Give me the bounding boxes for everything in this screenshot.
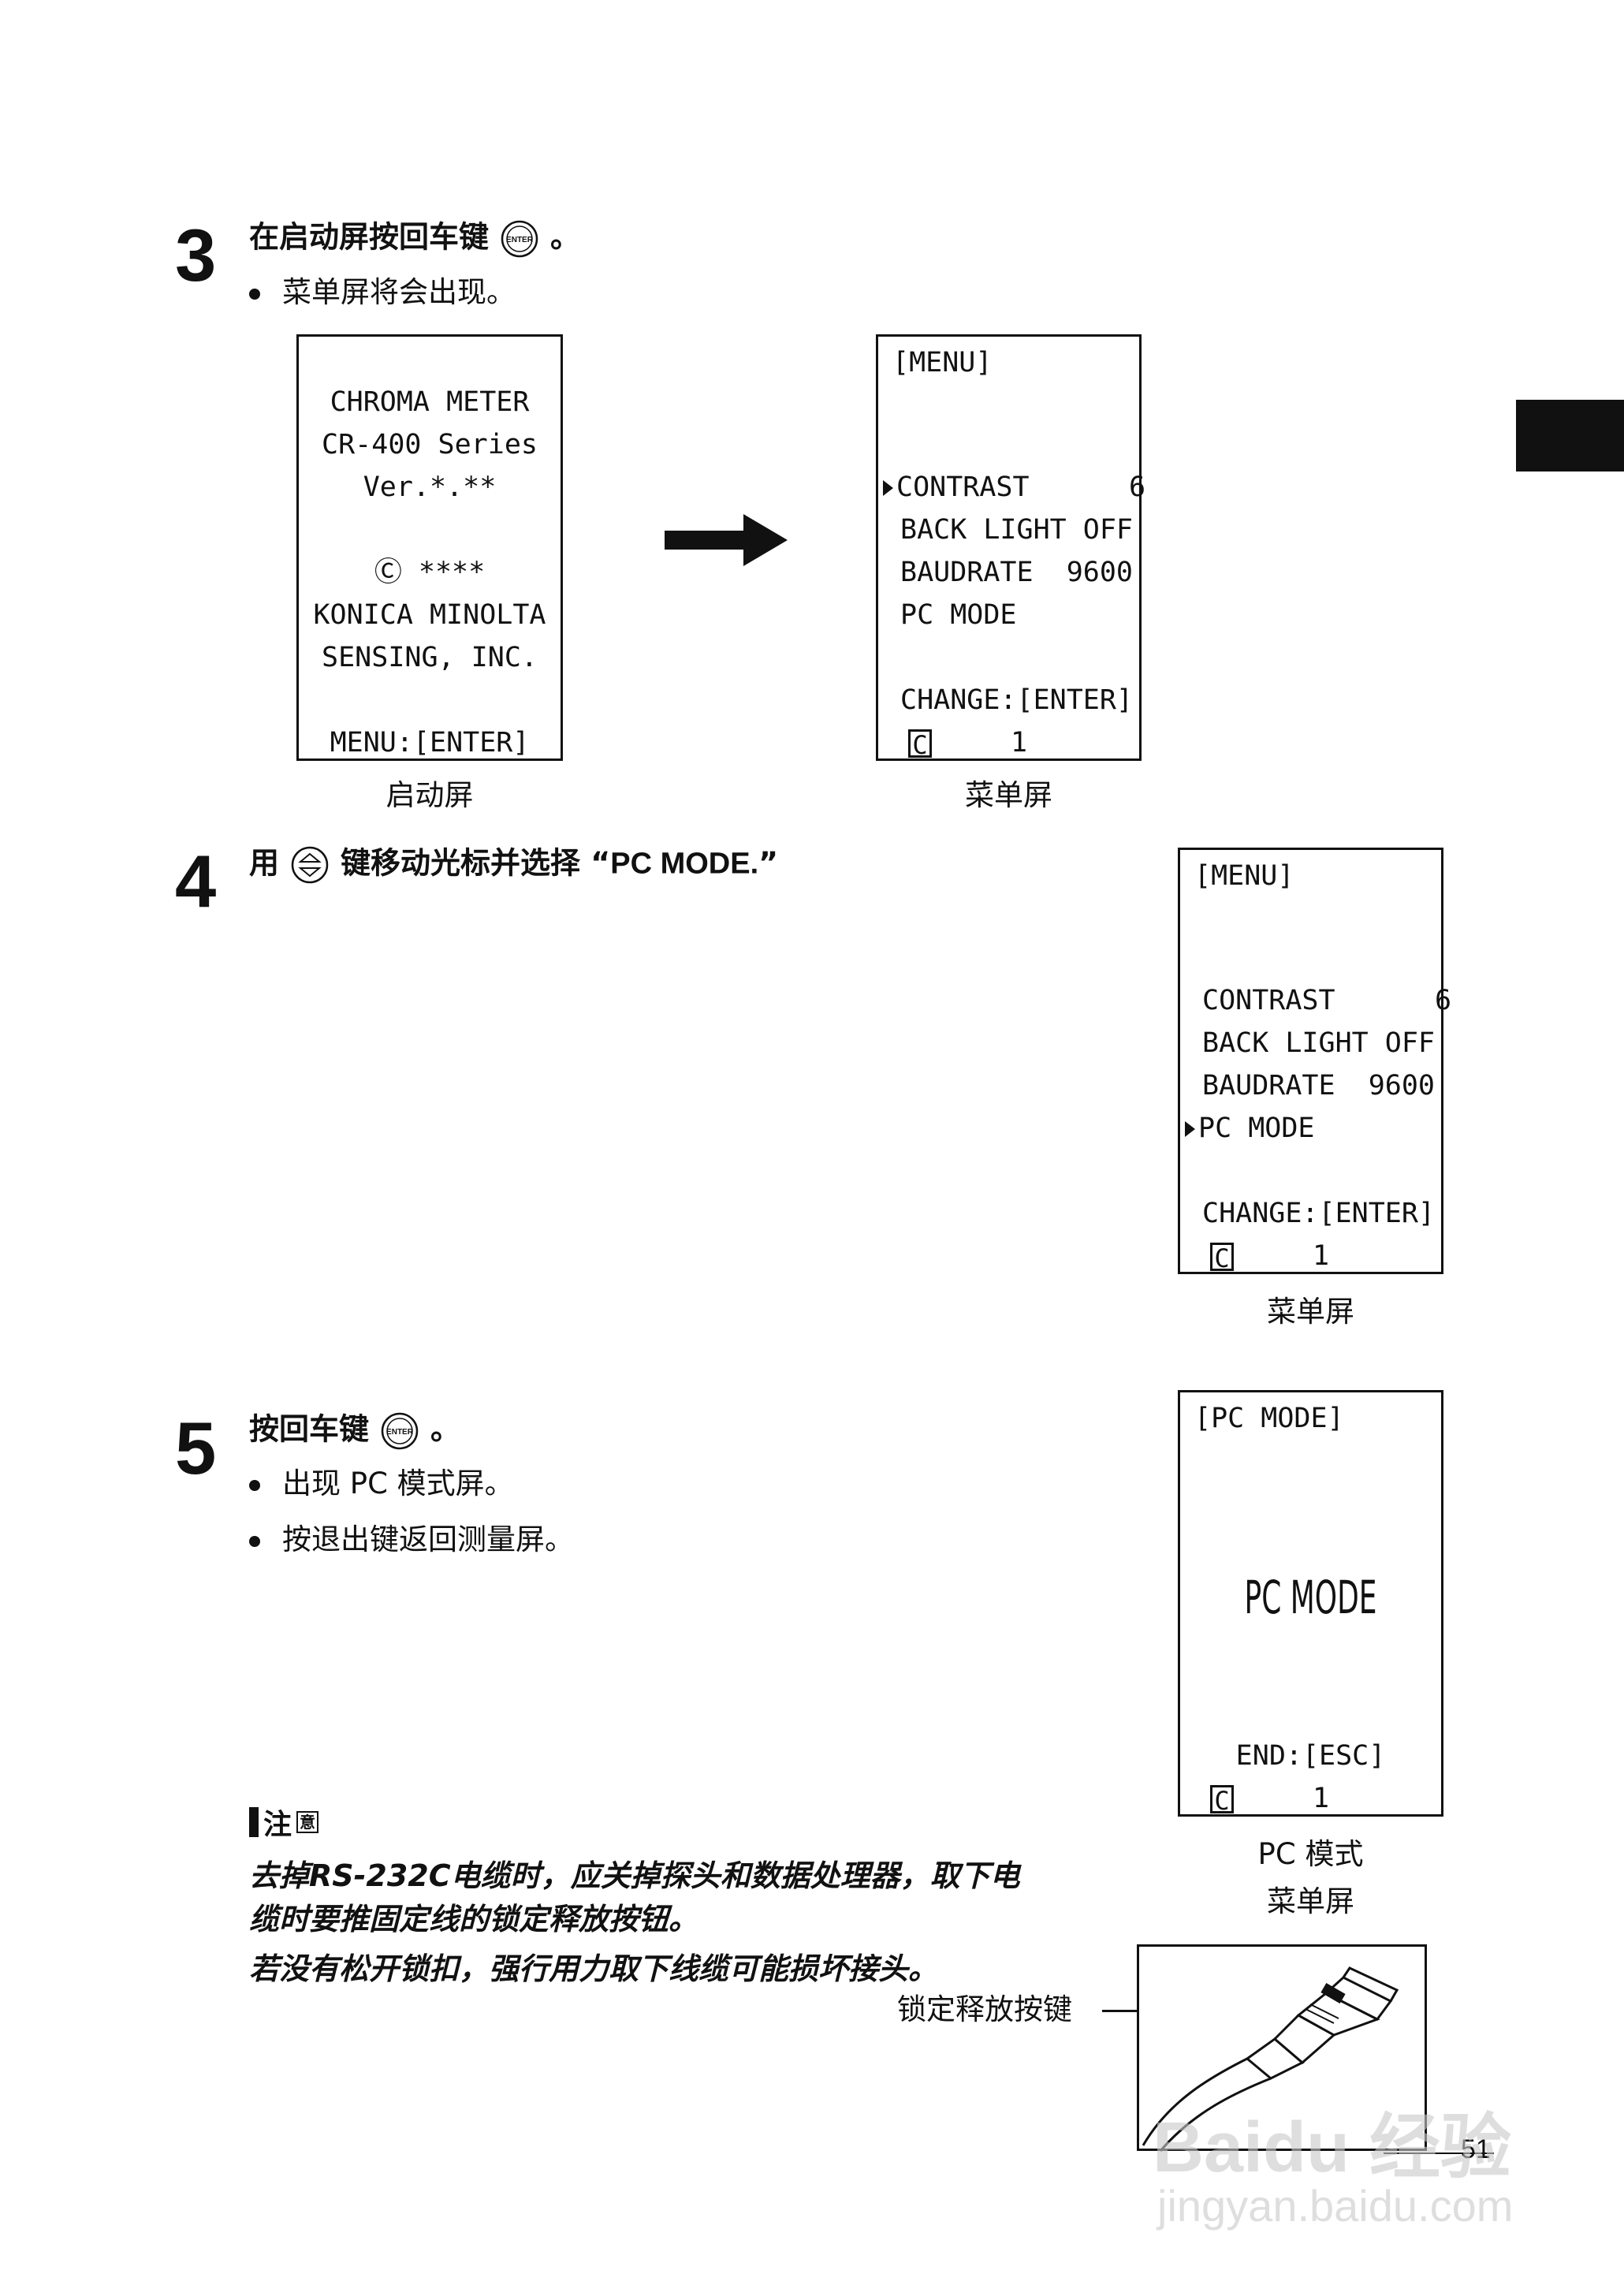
menu-screen-1: [MENU] CONTRAST 6 BACK LIGHT OFF BAUDRAT… <box>876 334 1145 764</box>
svg-text:ENTER: ENTER <box>506 236 534 244</box>
step-3-number: 3 <box>175 214 217 296</box>
step-5-number: 5 <box>175 1407 217 1489</box>
menu-screen-2-caption: 菜单屏 <box>1267 1295 1354 1329</box>
status-box: C <box>1210 1785 1234 1814</box>
startup-copyright-line: Ⓒ **** <box>374 557 486 588</box>
step-5-heading-text: 按回车键 <box>249 1411 370 1447</box>
bullet-dot <box>249 1479 260 1491</box>
status-value: 1 <box>1313 1783 1330 1814</box>
menu-1-row-contrast: CONTRAST 6 <box>883 466 1145 509</box>
connector-illustration <box>1137 1944 1427 2154</box>
startup-line-6: SENSING, INC. <box>322 642 538 673</box>
step-5-heading: 按回车键 ENTER 。 <box>249 1411 460 1451</box>
note-label-small: 意 <box>296 1811 319 1833</box>
status-box: C <box>1210 1243 1234 1272</box>
bullet-dot <box>249 1535 260 1547</box>
startup-line-5: KONICA MINOLTA <box>313 599 546 631</box>
enter-key-icon: ENTER <box>380 1411 419 1451</box>
startup-screen: CHROMA METER CR-400 Series Ver.*.** Ⓒ **… <box>296 334 563 761</box>
step-5-bullet-2: 按退出键返回测量屏。 <box>249 1523 574 1557</box>
menu-2-change: CHANGE:[ENTER] <box>1202 1198 1436 1229</box>
step-3-bullet-text: 菜单屏将会出现。 <box>282 275 516 309</box>
menu-1-title: [MENU] <box>892 347 993 378</box>
menu-2-row-contrast: CONTRAST 6 <box>1202 985 1452 1016</box>
pc-mode-big-label: PC MODE <box>1244 1571 1377 1624</box>
step-4-heading-text: 键移动光标并选择 “ <box>341 845 611 881</box>
step-4-number: 4 <box>175 840 217 922</box>
right-arrow-icon <box>665 514 788 569</box>
menu-1-row-pcmode: PC MODE <box>900 599 1017 631</box>
note-label: 注 意 <box>249 1802 319 1843</box>
menu-screen-2: [MENU] CONTRAST 6 BACK LIGHT OFF BAUDRAT… <box>1178 848 1452 1277</box>
up-down-key-icon <box>290 845 330 885</box>
startup-screen-caption: 启动屏 <box>386 778 474 812</box>
menu-1-row-baudrate: BAUDRATE 9600 <box>900 557 1134 588</box>
step-5-heading-suffix: 。 <box>430 1411 461 1447</box>
pc-mode-title: [PC MODE] <box>1194 1403 1344 1434</box>
lock-release-callout: 锁定释放按键 <box>897 1992 1072 2026</box>
step-3-bullet: 菜单屏将会出现。 <box>249 275 516 310</box>
step-3-heading: 在启动屏按回车键 ENTER 。 <box>249 219 580 259</box>
menu-1-row-backlight: BACK LIGHT OFF <box>900 514 1134 546</box>
step-3-heading-text: 在启动屏按回车键 <box>249 219 490 255</box>
note-body: 去掉RS-232C电缆时，应关掉探头和数据处理器，取下电 缆时要推固定线的锁定释… <box>249 1854 1132 1991</box>
menu-screen-1-caption: 菜单屏 <box>965 778 1052 812</box>
step-4-heading-prefix: 用 <box>249 845 280 881</box>
cursor-icon <box>1185 1121 1195 1137</box>
status-box: C <box>908 729 932 758</box>
status-value: 1 <box>1313 1240 1330 1272</box>
enter-key-icon: ENTER <box>500 219 539 259</box>
footer-rule <box>1384 2152 1494 2154</box>
note-line-2: 缆时要推固定线的锁定释放按钮。 <box>249 1902 699 1937</box>
step-4-heading-em: PC MODE. <box>610 847 759 881</box>
step-4-heading-close: ” <box>758 845 779 881</box>
cursor-icon <box>883 480 893 496</box>
startup-footer: MENU:[ENTER] <box>330 727 530 758</box>
step-3-heading-suffix: 。 <box>550 219 581 255</box>
note-line-3: 若没有松开锁扣，强行用力取下线缆可能损坏接头。 <box>249 1951 939 1987</box>
bullet-dot <box>249 288 260 300</box>
note-label-text: 注 <box>263 1809 292 1841</box>
baidu-watermark-url: jingyan.baidu.com <box>1157 2181 1514 2231</box>
pc-mode-end: END:[ESC] <box>1235 1740 1386 1772</box>
svg-text:ENTER: ENTER <box>386 1428 414 1437</box>
page-number: 51 <box>1461 2134 1491 2164</box>
pc-mode-caption-2: 菜单屏 <box>1267 1884 1354 1918</box>
note-line-1: 去掉RS-232C电缆时，应关掉探头和数据处理器，取下电 <box>249 1858 1020 1893</box>
baidu-watermark: Baidu 经验 <box>1153 2108 1512 2187</box>
menu-2-row-pcmode: PC MODE <box>1185 1107 1441 1150</box>
step-5-bullet-1: 出现 PC 模式屏。 <box>249 1467 514 1501</box>
status-value: 1 <box>1011 727 1028 758</box>
menu-2-row-baudrate: BAUDRATE 9600 <box>1202 1070 1436 1101</box>
step-4-heading: 用 键移动光标并选择 “PC MODE.” <box>249 845 778 885</box>
startup-line-2: CR-400 Series <box>322 429 538 460</box>
menu-2-row-backlight: BACK LIGHT OFF <box>1202 1027 1436 1059</box>
pc-mode-caption-1: PC 模式 <box>1257 1837 1364 1871</box>
chapter-tab-marker <box>1516 400 1624 472</box>
startup-line-1: CHROMA METER <box>330 386 530 418</box>
note-bar-icon <box>249 1807 259 1837</box>
menu-1-change: CHANGE:[ENTER] <box>900 684 1134 716</box>
menu-2-title: [MENU] <box>1194 860 1294 892</box>
startup-line-3: Ver.*.** <box>363 472 497 503</box>
